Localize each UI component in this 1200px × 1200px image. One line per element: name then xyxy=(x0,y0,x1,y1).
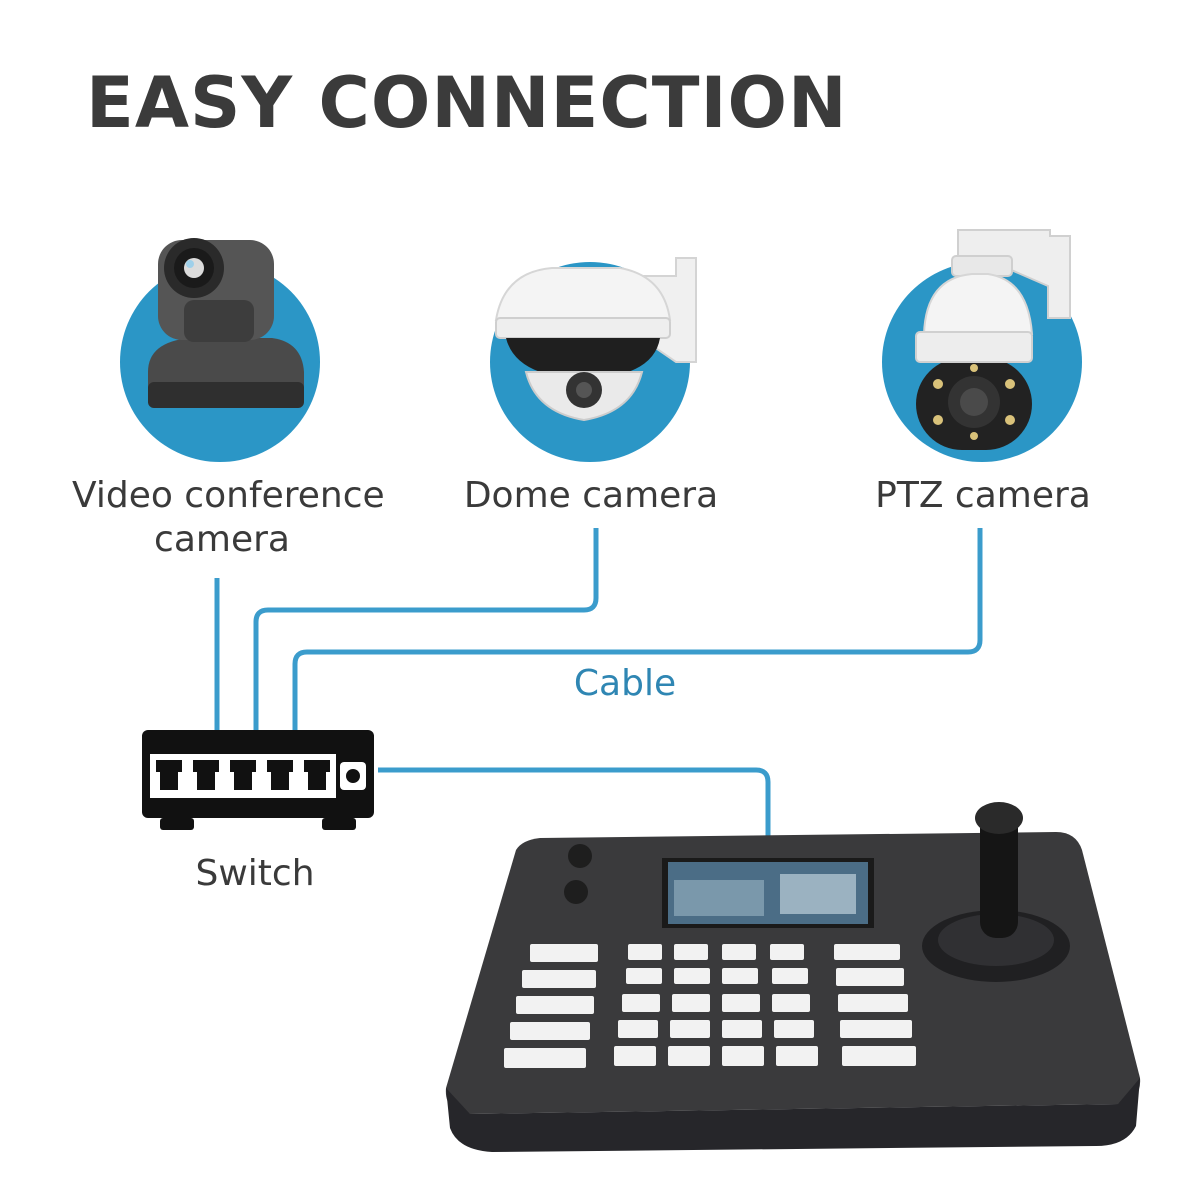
device-label-video-conference-line1: Video conference xyxy=(72,475,385,516)
cable-line-ptz xyxy=(292,528,983,730)
switch-label: Switch xyxy=(195,853,315,894)
dome-camera-icon xyxy=(490,257,697,462)
device-label-video-conference: Video conference camera xyxy=(72,474,385,562)
cable-label: Cable xyxy=(573,663,677,704)
ptz-keyboard-controller-icon xyxy=(445,802,1141,1152)
device-label-video-conference-line2: camera xyxy=(154,519,290,560)
network-switch-icon xyxy=(142,730,374,830)
video-conference-camera-icon xyxy=(120,238,320,462)
cable-line-controller xyxy=(378,767,771,848)
device-label-dome: Dome camera xyxy=(463,475,719,516)
cable-lines xyxy=(214,528,983,848)
diagram-title: EASY CONNECTION xyxy=(86,62,848,144)
ptz-camera-icon xyxy=(882,229,1082,462)
device-label-ptz: PTZ camera xyxy=(875,475,1091,516)
cable-line-dome xyxy=(253,528,599,730)
